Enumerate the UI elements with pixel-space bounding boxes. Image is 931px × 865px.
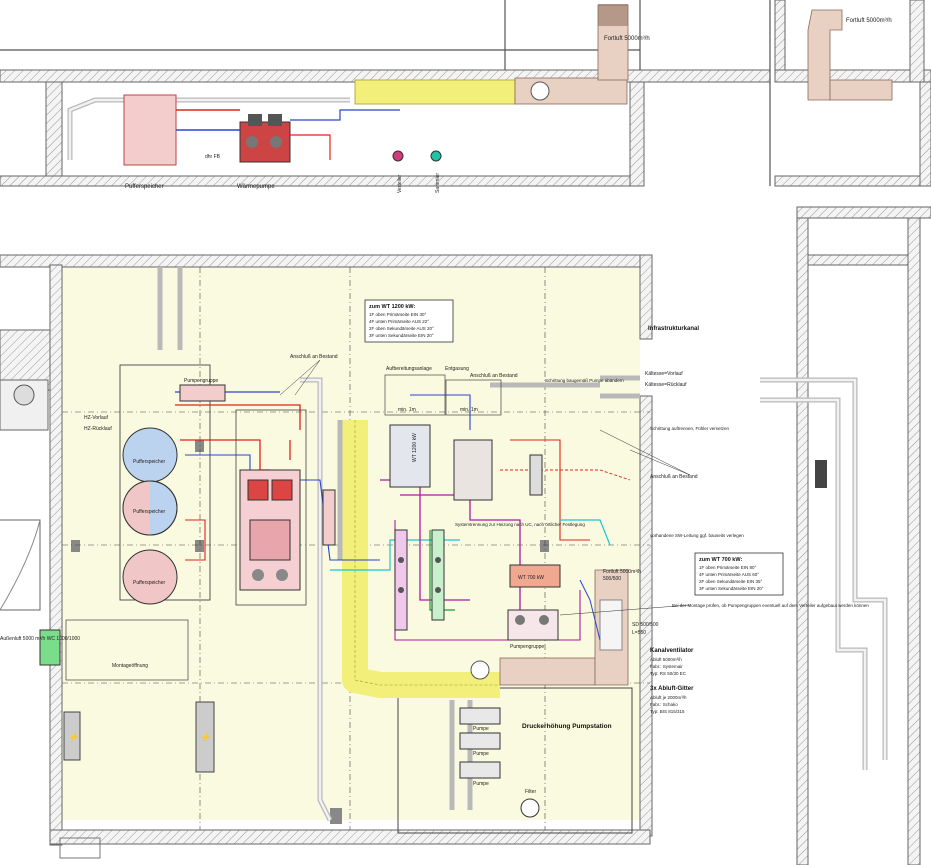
- pumpe-label-3: Pumpe: [473, 781, 489, 787]
- pumpengruppe-top-label: Pumpengruppe: [184, 378, 218, 384]
- dn-label: dhr FB: [205, 154, 221, 160]
- kanal-line-1: Abluft 5000m³/h: [650, 657, 682, 662]
- druck-label: Druckerhöhung Pumpstation: [522, 723, 612, 730]
- wt700-line-4: 3F unten Sekundärseite EIN 20°: [699, 586, 764, 591]
- fortluft-size-label: 500/500: [603, 576, 621, 582]
- min1m-label-b: min. 1m: [460, 407, 478, 413]
- wt1200-title: zum WT 1200 kW:: [369, 304, 416, 310]
- pufferspeicher-label-3: Pufferspeicher: [133, 580, 165, 586]
- wt-700-box: [509, 564, 561, 588]
- wt700-note: zum WT 700 kW: 1F oben Primärseite EIN 8…: [694, 552, 784, 596]
- montageoeffnung-label: Montageöffnung: [112, 663, 148, 669]
- aussenluft-label: Außenluft 5000 m³/h WC 1000/1000: [0, 636, 80, 642]
- hz-vorlauf-label: HZ-Vorlauf: [84, 415, 109, 421]
- verteiler-label: Verteiler: [397, 174, 403, 193]
- anschluss-bestand-right: Anschluß an Bestand: [650, 474, 698, 480]
- svg-text:⚡: ⚡: [68, 731, 79, 743]
- kanalventilator-label: Kanalventilator: [650, 648, 694, 654]
- wt700-line-2: 4F unten Primärseite AUS 60°: [699, 572, 759, 577]
- fortluft-duct-right: [807, 9, 843, 101]
- puffer-tank-3: [122, 549, 178, 605]
- puffer-tank-1: [122, 427, 178, 483]
- fortluft-right-label: Fortluft 5000m³/h: [846, 18, 892, 24]
- schrittung-label: Schrittung auftrennen, Fühler versetzen: [650, 426, 730, 431]
- verteiler-icon: [392, 150, 404, 162]
- wt700-title: zum WT 700 kW:: [699, 557, 742, 563]
- min1m-label-a: min. 1m: [398, 407, 416, 413]
- pumpe-label-2: Pumpe: [473, 751, 489, 757]
- duct-network: Fortluft 5000m³/h 500/500: [342, 420, 641, 698]
- wt1200-line-1: 1F oben Primärseite EIN 30°: [369, 312, 427, 317]
- pump-station: [459, 707, 540, 818]
- pufferspeicher-upper: [123, 94, 177, 166]
- side-notes: Infrastrukturkanal Kältesse=Vorlauf Kält…: [84, 326, 869, 714]
- gitter-line-3: Typ: BIS 815/315: [650, 709, 685, 714]
- wt1200-note: zum WT 1200 kW: 1F oben Primärseite EIN …: [364, 299, 454, 343]
- fortluft-top-label: Fortluft 5000m³/h: [604, 36, 650, 42]
- wt1200-line-3: 2F oben Sekundärseite AUS 20°: [369, 326, 434, 331]
- kanal-line-3: Typ: RS 50/30 EC: [650, 671, 687, 676]
- wt-700-label: WT 700 kW: [518, 575, 544, 581]
- left-details: [0, 379, 101, 859]
- hz-ruecklauf-label: HZ-Rücklauf: [84, 426, 112, 432]
- pufferspeicher-label-1: Pufferspeicher: [133, 459, 165, 465]
- gitter-line-2: Fabr.: Schako: [650, 702, 678, 707]
- gitter-line-1: Abluft je 2000m³/h: [650, 695, 687, 700]
- upper-section: Fortluft 5000m³/h Fortluft 5000m³/h Puff…: [0, 0, 931, 193]
- anschluss-bestand-top: Anschluß an Bestand: [290, 354, 338, 360]
- schrittung2-label: Schrittung baugemäß Pumpe abändern: [545, 378, 624, 383]
- abluft-gitter-label: 3x Abluft-Gitter: [650, 686, 694, 692]
- svg-text:⚡: ⚡: [200, 731, 211, 743]
- sammler-icon: [430, 150, 442, 162]
- anschluss-bestand-mid: Anschluß an Bestand: [470, 373, 518, 379]
- sd-label: SD 500/500: [632, 622, 659, 628]
- right-section: [760, 206, 931, 865]
- wt-1200-box: [389, 424, 431, 488]
- waermepumpe-label: Wärmepumpe: [237, 184, 275, 190]
- equipment: WT 1200 kW Aufbereitungsanlage Entgasung…: [0, 366, 612, 818]
- entgasung-label: Entgasung: [445, 366, 469, 372]
- pufferspeicher-label-2: Pufferspeicher: [133, 509, 165, 515]
- sammler-label: Sammler: [435, 173, 441, 193]
- main-room: Montageöffnung ⚡ ⚡: [0, 254, 653, 846]
- vorhandene-label: vorhandene SW-Leitung ggf. bauseits verl…: [650, 533, 744, 538]
- infrastruktur-label: Infrastrukturkanal: [648, 326, 699, 332]
- pumpengruppe-bottom-label: Pumpengruppe: [510, 644, 544, 650]
- filter-label: Filter: [525, 789, 536, 795]
- wt-1200-label: WT 1200 kW: [412, 433, 418, 462]
- pufferspeicher-upper-label: Pufferspeicher: [125, 184, 164, 190]
- kaelte-ruecklauf-label: Kältesse=Rücklauf: [645, 382, 687, 388]
- wt700-line-1: 1F oben Primärseite EIN 80°: [699, 565, 757, 570]
- pumpe-label-1: Pumpe: [473, 726, 489, 732]
- montage-note-label: Bei der Montage prüfen, ob Pumpengruppen…: [672, 603, 869, 608]
- wt1200-line-2: 4F unten Primärseite AUS 22°: [369, 319, 429, 324]
- aufbereitung-label: Aufbereitungsanlage: [386, 366, 432, 372]
- puffer-tanks: Pufferspeicher Pufferspeicher Pufferspei…: [119, 364, 211, 605]
- wt1200-line-4: 3F unten Sekundärseite EIN 20°: [369, 333, 434, 338]
- waermepumpe-icon: [239, 114, 291, 163]
- sd-len-label: L=550: [632, 630, 646, 636]
- kanal-line-2: Fabr.: Systemair: [650, 664, 683, 669]
- system-note-label: Systemtrennung zur Heizung nach UC, nach…: [455, 522, 585, 527]
- kaelte-vorlauf-label: Kältesse=Vorlauf: [645, 371, 683, 377]
- grey-pipes: [157, 267, 640, 822]
- fortluft-duct-label: Fortluft 5000m³/h: [603, 569, 641, 575]
- wt700-line-3: 2F oben Sekundärseite EIN 35°: [699, 579, 763, 584]
